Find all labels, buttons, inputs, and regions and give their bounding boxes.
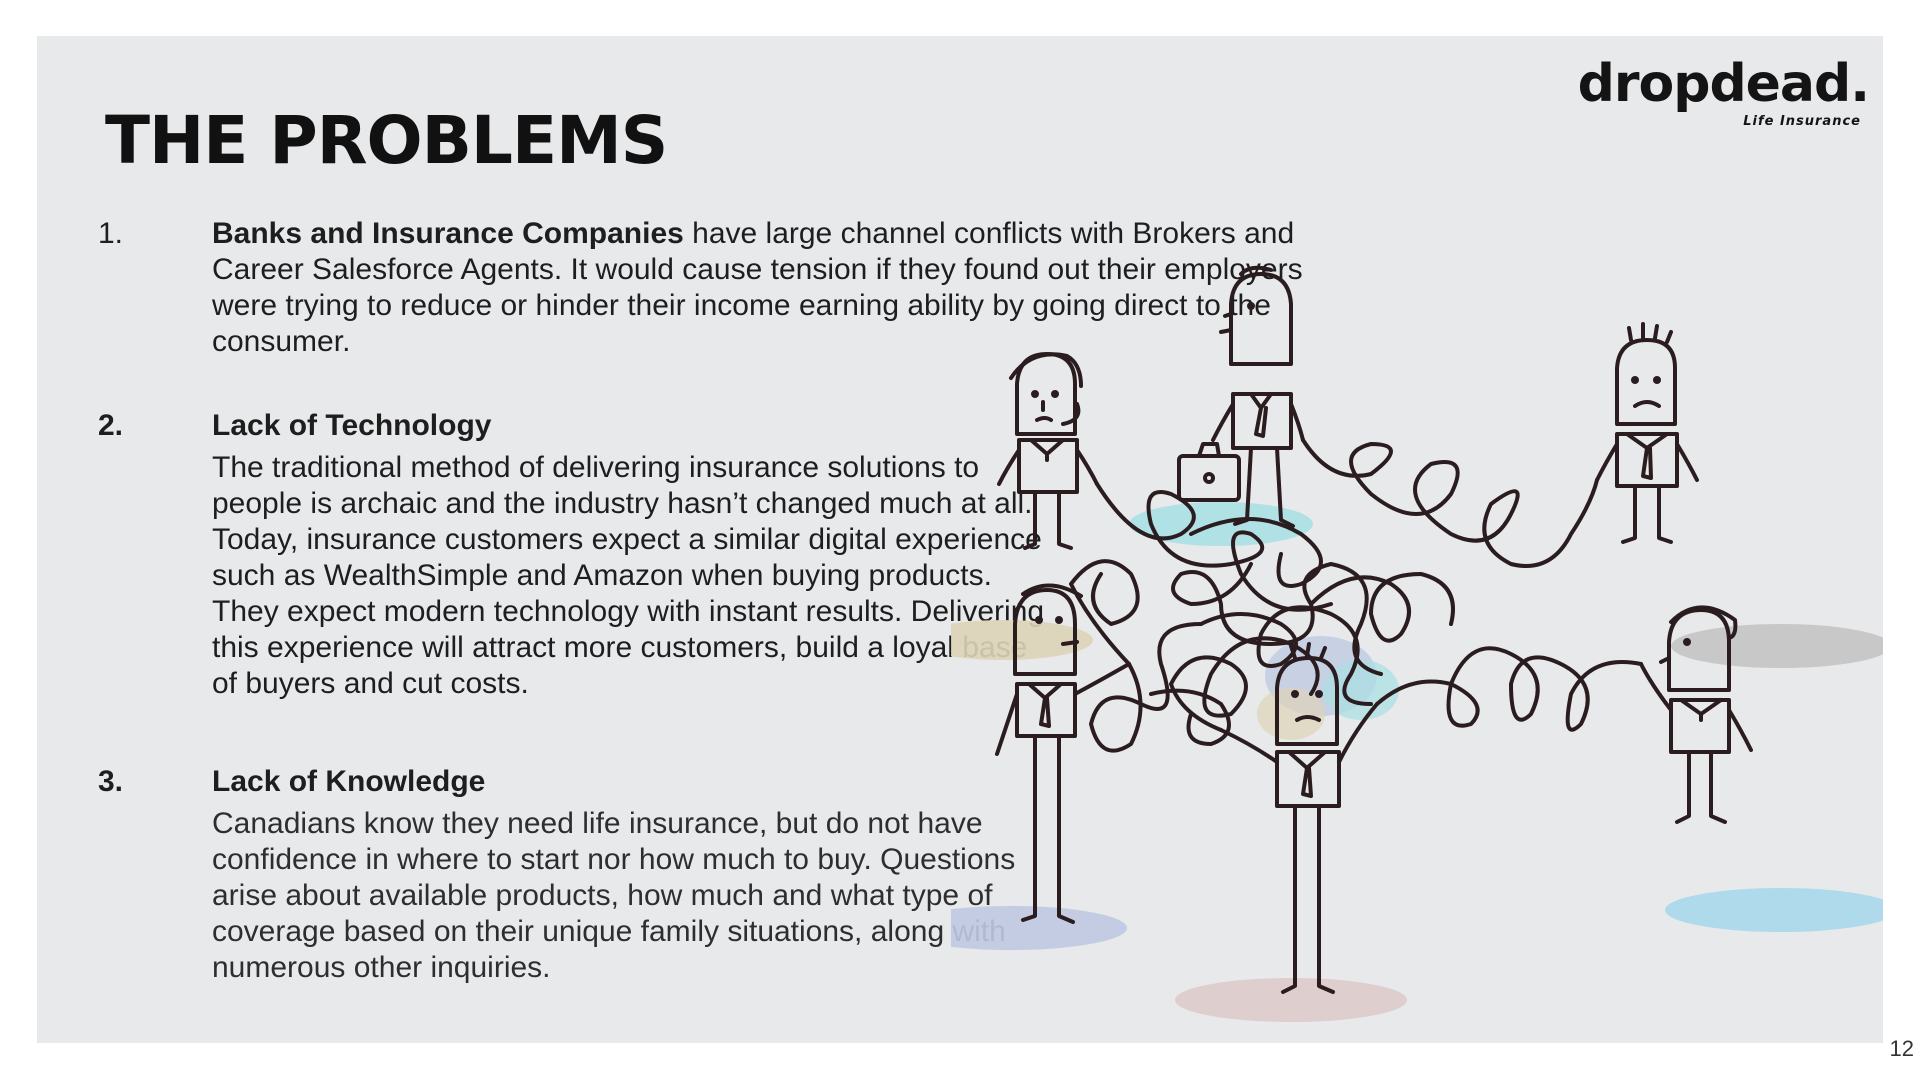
problem-number-1: 1. [98, 217, 124, 250]
problem-number-2: 2. [98, 409, 124, 442]
slide: dropdead. Life Insurance THE PROBLEMS 1.… [37, 36, 1883, 1043]
page-number: 12 [1889, 1036, 1914, 1061]
problem-body-1: Banks and Insurance Companies have large… [212, 216, 1312, 360]
problem-heading-2: Lack of Technology [212, 409, 492, 442]
brand-logo: dropdead. Life Insurance [1577, 54, 1870, 129]
brand-name: dropdead. [1577, 54, 1870, 114]
brand-tagline: Life Insurance [1743, 114, 1861, 129]
problem-text-1: have large channel conflicts with Broker… [212, 217, 1303, 358]
problem-heading-1: Banks and Insurance Companies [212, 217, 684, 250]
problem-body-2: Lack of Technology The traditional metho… [212, 408, 1052, 702]
problem-body-3: Lack of Knowledge Canadians know they ne… [212, 764, 1052, 986]
problem-number-3: 3. [98, 765, 124, 798]
problem-text-2: The traditional method of delivering ins… [212, 451, 1045, 700]
problem-heading-3: Lack of Knowledge [212, 765, 486, 798]
tangled-people-illustration-icon [951, 265, 1883, 1022]
person-briefcase [1177, 265, 1305, 528]
problem-text-3: Canadians know they need life insurance,… [212, 807, 1016, 984]
page-title: THE PROBLEMS [105, 102, 668, 179]
